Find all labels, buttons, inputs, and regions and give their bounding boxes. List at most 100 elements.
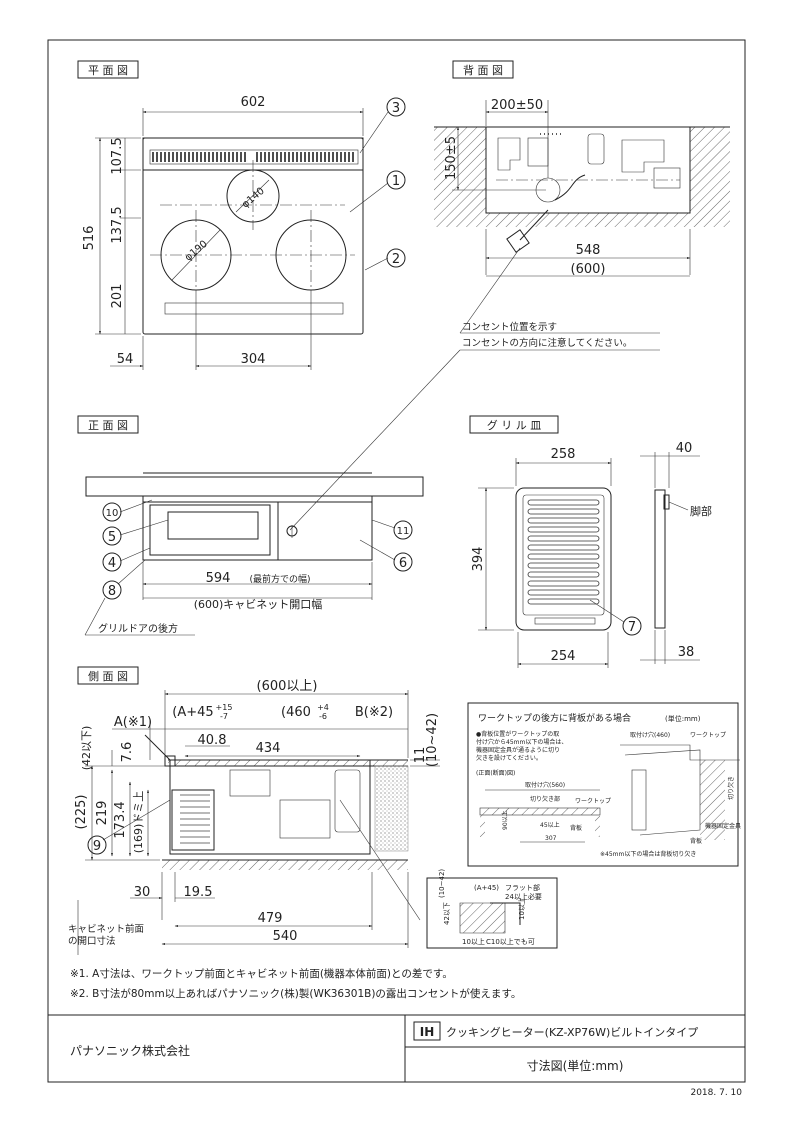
small-burner-dia: φ140 xyxy=(240,186,267,211)
side-mid-tol-up: +4 xyxy=(317,703,329,712)
detail-42: 42以下 xyxy=(443,902,451,925)
plan-front: 201 xyxy=(110,284,125,309)
side-219: 219 xyxy=(95,801,110,826)
grill-view-title: グ リ ル 皿 xyxy=(487,418,542,432)
callout-8: 8 xyxy=(108,584,116,599)
side-173-4: 173.4 xyxy=(113,801,128,838)
inset-note-4: 欠きを設けてください。 xyxy=(476,754,542,762)
side-view-title: 側 面 図 xyxy=(88,670,128,683)
side-7-6: 7.6 xyxy=(120,742,135,763)
side-a: A(※1) xyxy=(114,715,152,730)
large-burner-dia: φ190 xyxy=(183,239,210,264)
callout-3: 3 xyxy=(392,101,400,116)
side-479: 479 xyxy=(258,911,283,926)
cabinet-size-label: の開口寸法 xyxy=(68,935,116,947)
plan-depth: 516 xyxy=(82,226,97,251)
callout-1: 1 xyxy=(392,174,400,189)
plan-view: 平 面 図 xyxy=(77,60,406,370)
outlet-note-line1: コンセント位置を示す xyxy=(462,321,557,333)
product-title: クッキングヒーター(KZ-XP76W)ビルトインタイプ xyxy=(446,1025,698,1039)
sheet-frame xyxy=(47,39,746,1083)
side-19-5: 19.5 xyxy=(184,885,213,900)
grill-top: 258 xyxy=(551,447,576,462)
doc-date: 2018. 7. 10 xyxy=(690,1088,742,1098)
side-total: (600以上) xyxy=(257,679,318,694)
inset-right-cut: 取付け穴(460) xyxy=(630,731,670,739)
side-30: 30 xyxy=(134,885,151,900)
detail-flat: フラット部 xyxy=(505,883,540,892)
grill-leg-label: 脚部 xyxy=(690,504,712,518)
front-cabinet: (600)キャビネット開口幅 xyxy=(194,598,323,611)
back-width: 548 xyxy=(576,243,601,258)
callout-5: 5 xyxy=(108,530,116,545)
inset-worktop: ワークトップ xyxy=(575,798,611,805)
grill-door-note: グリルドアの後方 xyxy=(98,622,178,635)
callout-4: 4 xyxy=(108,556,116,571)
cabinet-front-label: キャビネット前面 xyxy=(68,923,144,935)
side-mid-tol-dn: -6 xyxy=(319,712,327,721)
plan-top-vent: 107.5 xyxy=(110,137,125,174)
side-540: 540 xyxy=(273,929,298,944)
inset-note-1: ●背板位置がワークトップの取 xyxy=(476,730,559,738)
callout-6: 6 xyxy=(399,556,407,571)
back-height: 150±5 xyxy=(444,136,459,180)
note-a: ※1. A寸法は、ワークトップ前面とキャビネット前面(機器本体前面)との差です。 xyxy=(70,967,453,980)
callout-10: 10 xyxy=(106,508,119,519)
note-b: ※2. B寸法が80mm以上あればパナソニック(株)製(WK36301B)の露出… xyxy=(70,987,521,1000)
inset-cut-width: 取付け穴(560) xyxy=(525,781,565,789)
grill-side-top: 40 xyxy=(676,441,693,456)
front-width: 594 xyxy=(206,571,231,586)
callout-2: 2 xyxy=(392,252,400,267)
plan-left-offset: 54 xyxy=(117,352,134,367)
back-view: 背 面 図 200±50 150±5 548 xyxy=(434,60,730,277)
side-42: (42以下) xyxy=(80,726,93,771)
side-b: B(※2) xyxy=(355,705,393,720)
front-view-title: 正 面 図 xyxy=(88,419,128,432)
inset-bottom-note: ※45mm以下の場合は背板切り欠き xyxy=(600,850,696,858)
inset-45: 45以上 xyxy=(540,821,560,829)
side-10-42: (10~42) xyxy=(425,713,440,767)
grill-depth: 394 xyxy=(471,547,486,572)
callout-11: 11 xyxy=(397,526,410,537)
front-width-note: (最前方での幅) xyxy=(249,573,310,585)
side-a-tol-up: +15 xyxy=(216,703,233,712)
grill-side-bottom: 38 xyxy=(678,645,695,660)
inset-note-3: 機器固定金具が通るように切り xyxy=(476,746,560,754)
inset-right-cut2: 切り欠き xyxy=(727,776,735,800)
inset-title: ワークトップの後方に背板がある場合 xyxy=(478,712,631,724)
back-cabinet: (600) xyxy=(571,262,606,277)
outlet-note-line2: コンセントの方向に注意してください。 xyxy=(462,337,632,349)
inset-right-back: 背板 xyxy=(690,837,702,845)
side-a-formula: (A+45 xyxy=(172,705,213,720)
detail-formula: (A+45) xyxy=(474,884,499,892)
inset-subtitle: (正面(断面)図) xyxy=(476,769,515,777)
inset-90: 90以上 xyxy=(501,810,509,830)
inset-307: 307 xyxy=(545,835,557,842)
side-11: 11 xyxy=(413,747,428,764)
doc-type: 寸法図(単位:mm) xyxy=(527,1058,624,1073)
front-view: 正 面 図 594 (最前方での幅) (600)キャビネット開口幅 10 5 4… xyxy=(77,415,424,636)
grill-bottom: 254 xyxy=(551,649,576,664)
detail-flat-req: 24以上必要 xyxy=(505,892,542,901)
side-225: (225) xyxy=(74,795,89,830)
inset-unit: (単位:mm) xyxy=(665,714,701,723)
detail-10: 10以上 xyxy=(517,897,526,920)
side-434: 434 xyxy=(256,741,281,756)
side-view: 側 面 図 (600以上) A(※1) (A+45 +15 xyxy=(68,666,440,955)
detail-10-42: (10~42) xyxy=(438,869,446,898)
outlet-note: コンセント位置を示す コンセントの方向に注意してください。 xyxy=(289,247,660,531)
plan-burner-pitch: 304 xyxy=(241,352,266,367)
plan-view-title: 平 面 図 xyxy=(88,64,128,77)
inset-cut-label: 切り欠き部 xyxy=(530,795,560,803)
side-mid: (460 xyxy=(281,705,311,720)
back-view-title: 背 面 図 xyxy=(463,63,503,77)
plan-width: 602 xyxy=(241,95,266,110)
company-name: パナソニック株式会社 xyxy=(70,1043,190,1058)
worktop-back-inset: ワークトップの後方に背板がある場合 (単位:mm) ●背板位置がワークトップの取… xyxy=(467,702,741,867)
inset-backboard: 背板 xyxy=(570,824,582,832)
plan-mid: 137.5 xyxy=(110,206,125,243)
detail-10-below: 10以上 xyxy=(462,937,485,946)
callout-9: 9 xyxy=(93,839,101,854)
side-40-8: 40.8 xyxy=(198,733,227,748)
